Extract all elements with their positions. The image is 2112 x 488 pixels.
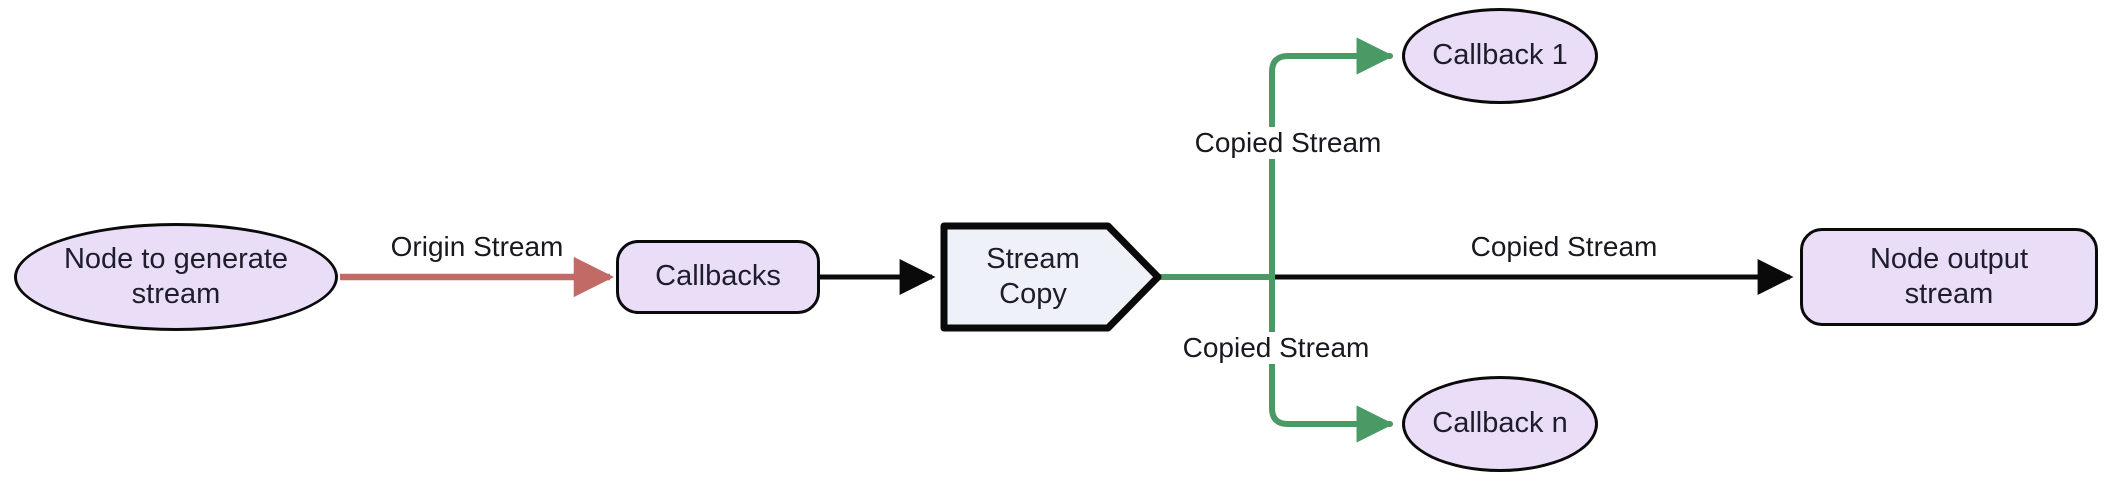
- node-label: Stream Copy: [986, 242, 1080, 310]
- edge-label-copied-stream-top: Copied Stream: [1188, 127, 1388, 159]
- node-callbacks[interactable]: Callbacks: [616, 240, 820, 314]
- node-callback-1[interactable]: Callback 1: [1402, 8, 1598, 104]
- node-label: Callbacks: [655, 260, 781, 293]
- edge-label-copied-stream-middle: Copied Stream: [1464, 231, 1664, 263]
- node-label: Node to generate stream: [63, 242, 289, 310]
- flag-shape: [940, 222, 1162, 332]
- node-node-to-generate-stream[interactable]: Node to generate stream: [14, 223, 338, 331]
- node-label: Callback 1: [1432, 39, 1568, 72]
- node-label: Node output stream: [1869, 242, 2028, 310]
- edge-copied-top: [1157, 37, 1394, 280]
- edge-label-copied-stream-bottom: Copied Stream: [1176, 332, 1376, 364]
- edge-copied-bottom: [1157, 274, 1394, 443]
- node-node-output-stream[interactable]: Node output stream: [1800, 228, 2098, 326]
- node-callback-n[interactable]: Callback n: [1402, 376, 1598, 472]
- edge-label-origin-stream: Origin Stream: [384, 231, 570, 263]
- node-stream-copy[interactable]: Stream Copy: [940, 222, 1162, 332]
- node-label: Callback n: [1432, 407, 1568, 440]
